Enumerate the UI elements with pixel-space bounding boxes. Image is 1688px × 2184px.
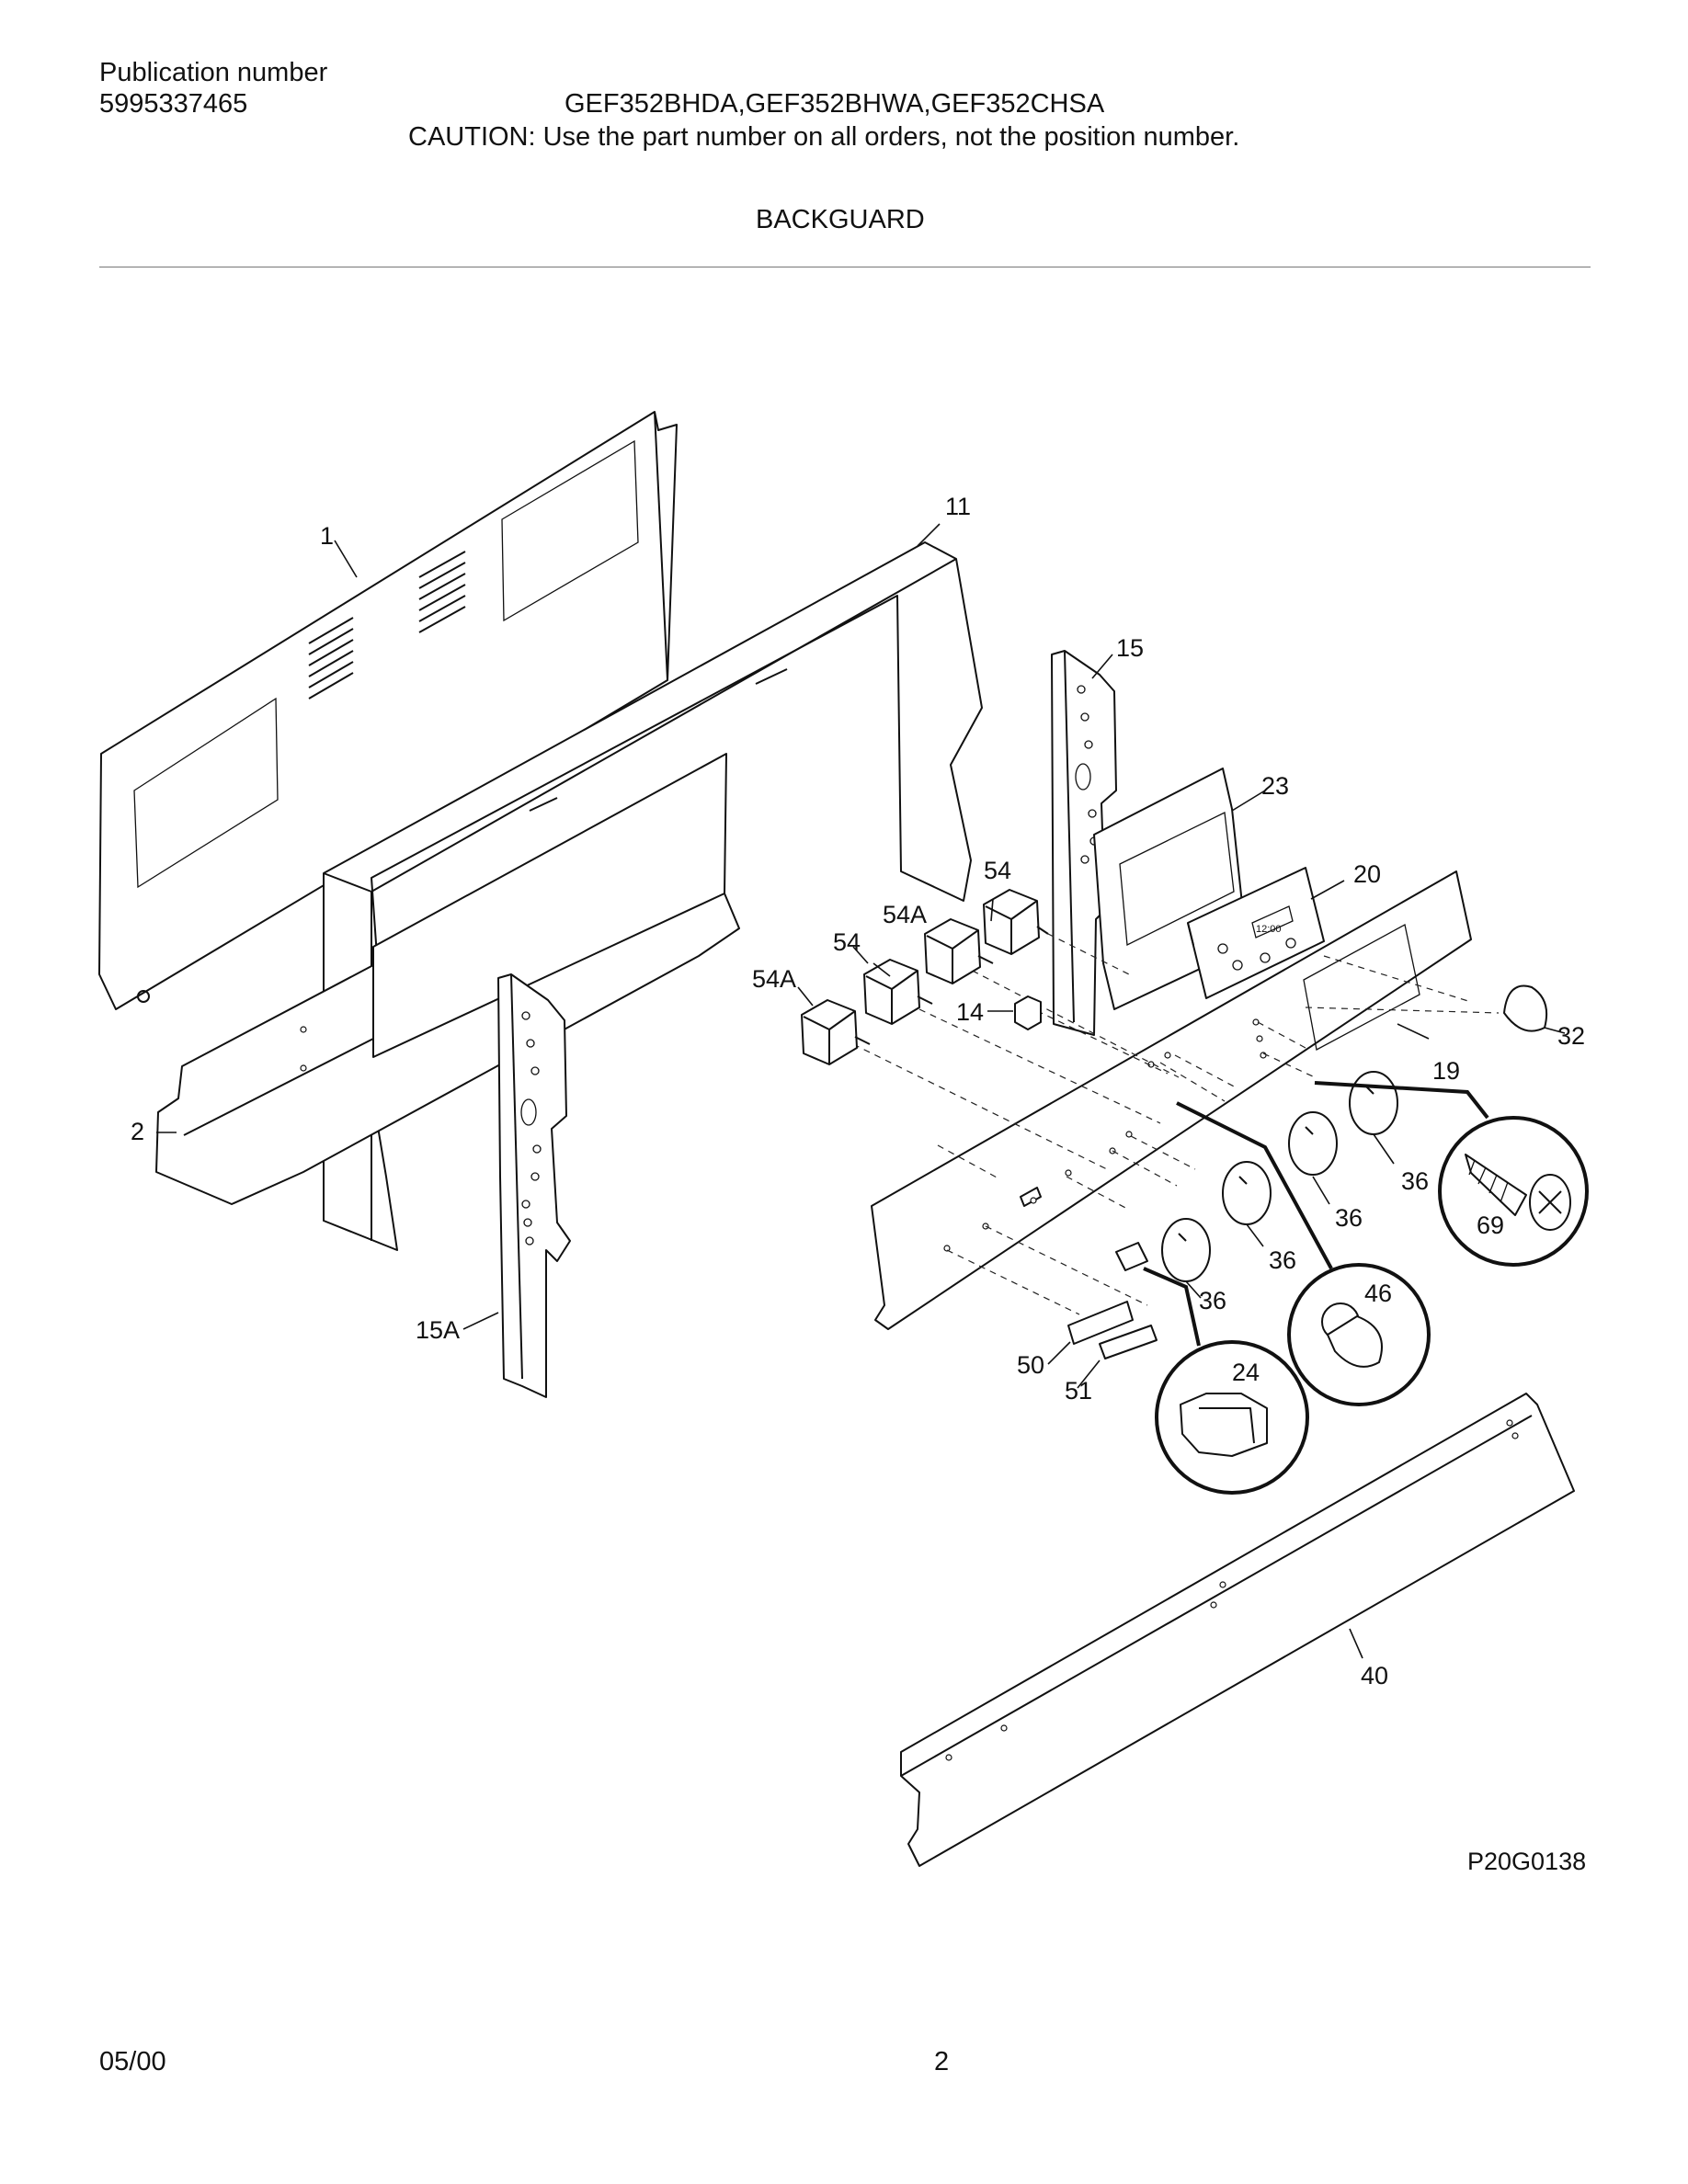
detail-leader-24	[1143, 1267, 1201, 1347]
part-20-clock: 12:00	[1187, 867, 1325, 999]
detail-24-rocker-switch	[1155, 1340, 1309, 1495]
part-54a-switch-right	[924, 918, 994, 984]
clock-display-text: 12:00	[1256, 924, 1282, 935]
callout-51: 51	[1065, 1377, 1092, 1405]
callout-14: 14	[956, 998, 984, 1026]
detail-leader-69	[1314, 1081, 1489, 1120]
part-15-bracket	[1051, 650, 1117, 1036]
part-14-switch	[1014, 995, 1042, 1030]
callout-54-right: 54	[984, 857, 1011, 884]
alignment-lines	[852, 933, 1500, 1315]
callout-1: 1	[320, 522, 334, 550]
callout-36-midleft: 36	[1269, 1246, 1296, 1274]
part-54-switch-left	[863, 959, 933, 1025]
section-title: BACKGUARD	[756, 205, 925, 234]
callout-23: 23	[1261, 772, 1289, 800]
rocker-switch-small	[1115, 1242, 1148, 1271]
callout-32: 32	[1557, 1022, 1585, 1050]
part-19-control-panel	[871, 870, 1472, 1330]
callout-2: 2	[131, 1118, 144, 1145]
publication-label: Publication number	[99, 58, 328, 87]
part-2-bracket	[155, 753, 740, 1205]
part-15a-bracket	[497, 973, 571, 1398]
callout-54-left: 54	[833, 928, 861, 956]
part-40-trim	[900, 1393, 1575, 1867]
callout-leaders	[156, 523, 1566, 1659]
footer-date: 05/00	[99, 2047, 166, 2076]
callout-69: 69	[1477, 1211, 1504, 1239]
callout-50: 50	[1017, 1351, 1044, 1379]
callout-15a: 15A	[416, 1316, 460, 1344]
part-1-rear-panel	[98, 411, 678, 1010]
part-36-knob-2	[1222, 1161, 1272, 1225]
page-number: 2	[934, 2047, 950, 2076]
detail-69-screw	[1438, 1116, 1589, 1267]
detail-leader-46	[1176, 1101, 1333, 1269]
callout-20: 20	[1353, 860, 1381, 888]
part-36-knob-4	[1349, 1071, 1398, 1135]
callout-19: 19	[1432, 1057, 1460, 1085]
callout-15: 15	[1116, 634, 1144, 662]
callout-40: 40	[1361, 1662, 1388, 1689]
part-54-switch-right	[983, 889, 1049, 955]
part-50-bezel	[1067, 1301, 1134, 1345]
part-36-knob-1	[1161, 1218, 1211, 1282]
callout-11: 11	[945, 493, 971, 520]
part-36-knob-3	[1288, 1111, 1338, 1176]
detail-46-indicator	[1287, 1263, 1431, 1406]
callout-36-right: 36	[1401, 1167, 1429, 1195]
part-51-lens	[1099, 1325, 1158, 1359]
callout-46: 46	[1364, 1280, 1392, 1307]
part-54a-switch-left	[801, 999, 871, 1065]
publication-number: 5995337465	[99, 89, 248, 119]
model-numbers: GEF352BHDA,GEF352BHWA,GEF352CHSA	[565, 89, 1105, 119]
caution-note: CAUTION: Use the part number on all orde…	[408, 122, 1240, 152]
callout-54a-left: 54A	[752, 965, 796, 993]
diagram-code: P20G0138	[1467, 1848, 1586, 1875]
callout-36-left: 36	[1199, 1287, 1226, 1314]
callout-54a-right: 54A	[883, 901, 927, 928]
callout-labels: 1 11 15 23 20 54 54A 54 54A 14 32 19 36 …	[131, 493, 1585, 1689]
part-32-knob	[1503, 984, 1548, 1032]
callout-36-midright: 36	[1335, 1204, 1363, 1232]
callout-24: 24	[1232, 1359, 1260, 1386]
